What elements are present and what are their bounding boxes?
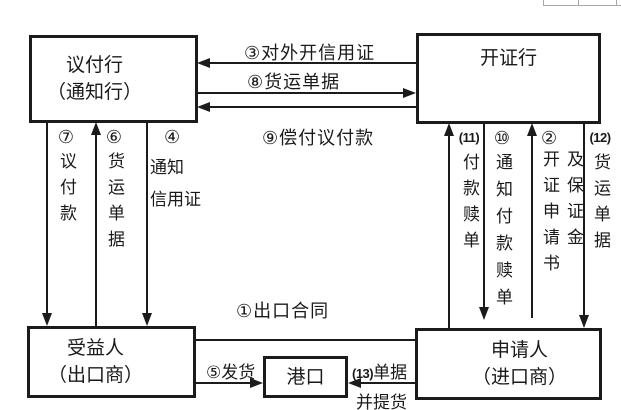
flow10-label: ⑩ 通知付款赎单 xyxy=(493,128,512,315)
port-title: 港口 xyxy=(286,366,325,388)
flow12-number: (12) xyxy=(589,130,611,145)
flow12-line xyxy=(583,123,585,316)
beneficiary-subtitle: （出口商） xyxy=(47,365,143,386)
flow3-line xyxy=(209,62,416,64)
flow12-arrowhead xyxy=(579,315,589,328)
scan-artifact-tick xyxy=(578,0,579,6)
flow8-label: ⑧货运单据 xyxy=(247,72,341,92)
flow11-number: (11) xyxy=(458,130,480,145)
flow2-arrowhead xyxy=(527,123,537,136)
flow4-number: ④ xyxy=(164,127,181,147)
flow8-number: ⑧ xyxy=(247,72,265,92)
flow8-line xyxy=(198,92,404,94)
flow13-label-line2: 并提货 xyxy=(356,393,407,410)
flow9-line xyxy=(209,106,416,108)
flow13-label-line1: (13)单据 xyxy=(352,363,408,382)
flow7-label: ⑦ 议付款 xyxy=(57,127,76,230)
flow9-arrowhead xyxy=(197,102,210,112)
beneficiary-box: 受益人 （出口商） xyxy=(27,326,196,398)
flow6-label: ⑥ 货运单据 xyxy=(105,127,124,256)
scan-artifact-tick xyxy=(616,0,617,6)
flow1-line xyxy=(196,339,415,341)
scan-artifact-tick xyxy=(543,0,544,6)
applicant-title: 申请人 xyxy=(490,340,548,361)
applicant-box: 申请人 （进口商） xyxy=(415,328,602,400)
flow6-arrowhead xyxy=(91,122,101,135)
flow13-line xyxy=(361,382,415,384)
flow5-number: ⑤ xyxy=(206,363,222,382)
issuing-bank-box: 开证行 xyxy=(416,33,601,124)
flow11-line xyxy=(448,135,450,328)
port-box: 港口 xyxy=(263,356,348,398)
flow6-line xyxy=(95,134,97,326)
flow12-label: (12) 货运单据 xyxy=(589,130,611,257)
applicant-subtitle: （进口商） xyxy=(471,367,567,388)
flow13-number: (13) xyxy=(352,366,374,381)
flow3-number: ③ xyxy=(244,43,262,63)
flow7-number: ⑦ xyxy=(57,127,75,147)
flow2-label: ② 开证申请书 及保证金 xyxy=(540,128,583,280)
beneficiary-title: 受益人 xyxy=(66,338,124,359)
flow10-line xyxy=(483,123,485,308)
flow4-line xyxy=(146,122,148,314)
flow11-arrowhead xyxy=(444,123,454,136)
flow4-arrowhead xyxy=(142,313,152,326)
flow13-arrowhead xyxy=(348,378,361,388)
flow4-label: ④ 通知 信用证 xyxy=(150,127,201,209)
flow1-label: ①出口合同 xyxy=(236,301,330,321)
flow9-label: ⑨偿付议付款 xyxy=(262,128,375,148)
flow10-number: ⑩ xyxy=(493,128,511,148)
flow3-arrowhead xyxy=(197,58,210,68)
flow6-number: ⑥ xyxy=(105,127,123,147)
flow9-number: ⑨ xyxy=(262,128,280,148)
flow7-arrowhead xyxy=(42,313,52,326)
flow2-line xyxy=(531,135,533,318)
negotiating-bank-subtitle: （通知行） xyxy=(46,82,142,103)
flow5-arrowhead xyxy=(250,378,263,388)
flow5-label: ⑤发货 xyxy=(206,363,256,382)
flow7-line xyxy=(46,122,48,314)
flow3-label: ③对外开信用证 xyxy=(244,43,376,63)
negotiating-bank-title: 议付行 xyxy=(65,55,123,76)
flow10-arrowhead xyxy=(479,307,489,320)
flow8-arrowhead xyxy=(403,88,416,98)
scan-artifact-line xyxy=(543,5,621,6)
negotiating-bank-box: 议付行 （通知行） xyxy=(29,35,198,123)
flow2-number: ② xyxy=(541,128,558,148)
flow11-label: (11) 付款赎单 xyxy=(458,130,480,257)
flow1-number: ① xyxy=(236,301,254,321)
flow5-line xyxy=(196,382,251,384)
issuing-bank-title: 开证行 xyxy=(479,48,537,69)
